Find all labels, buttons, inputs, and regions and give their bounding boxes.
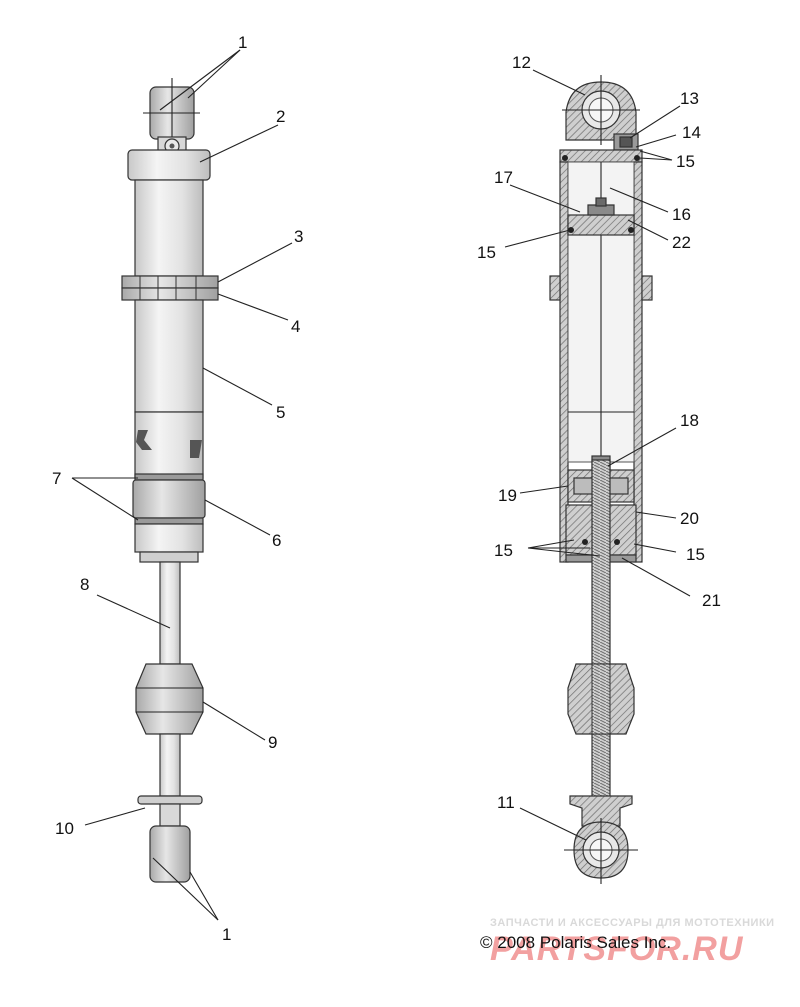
lower-eyelet-washer bbox=[137, 795, 203, 805]
callout-11: 11 bbox=[497, 793, 515, 812]
brand-logo-mark bbox=[136, 430, 152, 450]
callout-4: 4 bbox=[291, 317, 300, 336]
callout-17: 17 bbox=[494, 168, 513, 187]
callout-9: 9 bbox=[268, 733, 277, 752]
callout-6: 6 bbox=[272, 531, 281, 550]
callout-13: 13 bbox=[680, 89, 699, 108]
watermark-logo: PARTSFOR.RU bbox=[490, 930, 744, 968]
callout-2: 2 bbox=[276, 107, 285, 126]
left-shock-external-view bbox=[121, 78, 219, 883]
top-cap bbox=[127, 149, 211, 181]
shock-body-upper bbox=[134, 179, 204, 277]
piston-shaft bbox=[159, 561, 181, 665]
seal-ring-lower bbox=[134, 517, 204, 525]
copyright-notice: © 2008 Polaris Sales Inc. bbox=[480, 933, 671, 952]
adjuster-nut-right bbox=[641, 275, 653, 301]
callout-20: 20 bbox=[680, 509, 699, 528]
cap-section bbox=[559, 149, 643, 163]
callout-15-mid: 15 bbox=[477, 243, 496, 262]
lower-eyelet-flange bbox=[569, 795, 633, 827]
footer: ЗАПЧАСТИ И АКСЕССУАРЫ ДЛЯ МОТОТЕХНИКИ PA… bbox=[480, 917, 775, 968]
callout-18: 18 bbox=[680, 411, 699, 430]
callout-21: 21 bbox=[702, 591, 721, 610]
bottom-eyelet-bushing bbox=[149, 825, 191, 883]
body-bottom-lip bbox=[139, 551, 199, 563]
outer-body-wall-right bbox=[633, 161, 643, 563]
callout-5: 5 bbox=[276, 403, 285, 422]
callout-1-bottom: 1 bbox=[222, 925, 231, 944]
adjuster-nut-left bbox=[549, 275, 561, 301]
callout-15-lower-left: 15 bbox=[494, 541, 513, 560]
outer-body-wall-left bbox=[559, 161, 569, 563]
callout-8: 8 bbox=[80, 575, 89, 594]
seal-ring-upper bbox=[134, 473, 204, 481]
body-bottom bbox=[134, 523, 204, 553]
callout-16: 16 bbox=[672, 205, 691, 224]
valve-cap bbox=[619, 136, 633, 148]
right-shock-cross-section bbox=[549, 75, 653, 884]
watermark-tagline: ЗАПЧАСТИ И АКСЕССУАРЫ ДЛЯ МОТОТЕХНИКИ bbox=[490, 917, 775, 929]
threaded-shaft bbox=[591, 459, 611, 801]
callout-10: 10 bbox=[55, 819, 74, 838]
callout-7: 7 bbox=[52, 469, 61, 488]
callout-15-top: 15 bbox=[676, 152, 695, 171]
leader-lines bbox=[71, 49, 691, 921]
callout-19: 19 bbox=[498, 486, 517, 505]
shock-body-lower bbox=[134, 299, 204, 413]
callout-1-top: 1 bbox=[238, 33, 247, 52]
floating-piston bbox=[567, 214, 635, 236]
spring-adjuster-ring-lower bbox=[121, 287, 219, 301]
callout-15-lower-right: 15 bbox=[686, 545, 705, 564]
callout-3: 3 bbox=[294, 227, 303, 246]
body-cap bbox=[132, 479, 206, 519]
callout-labels: 1 2 3 4 5 7 6 8 9 10 1 12 13 14 15 17 16… bbox=[52, 33, 721, 944]
callout-12: 12 bbox=[512, 53, 531, 72]
spring-adjuster-ring-upper bbox=[121, 275, 219, 289]
callout-14: 14 bbox=[682, 123, 701, 142]
callout-22: 22 bbox=[672, 233, 691, 252]
bottom-out-bumper bbox=[135, 663, 204, 735]
